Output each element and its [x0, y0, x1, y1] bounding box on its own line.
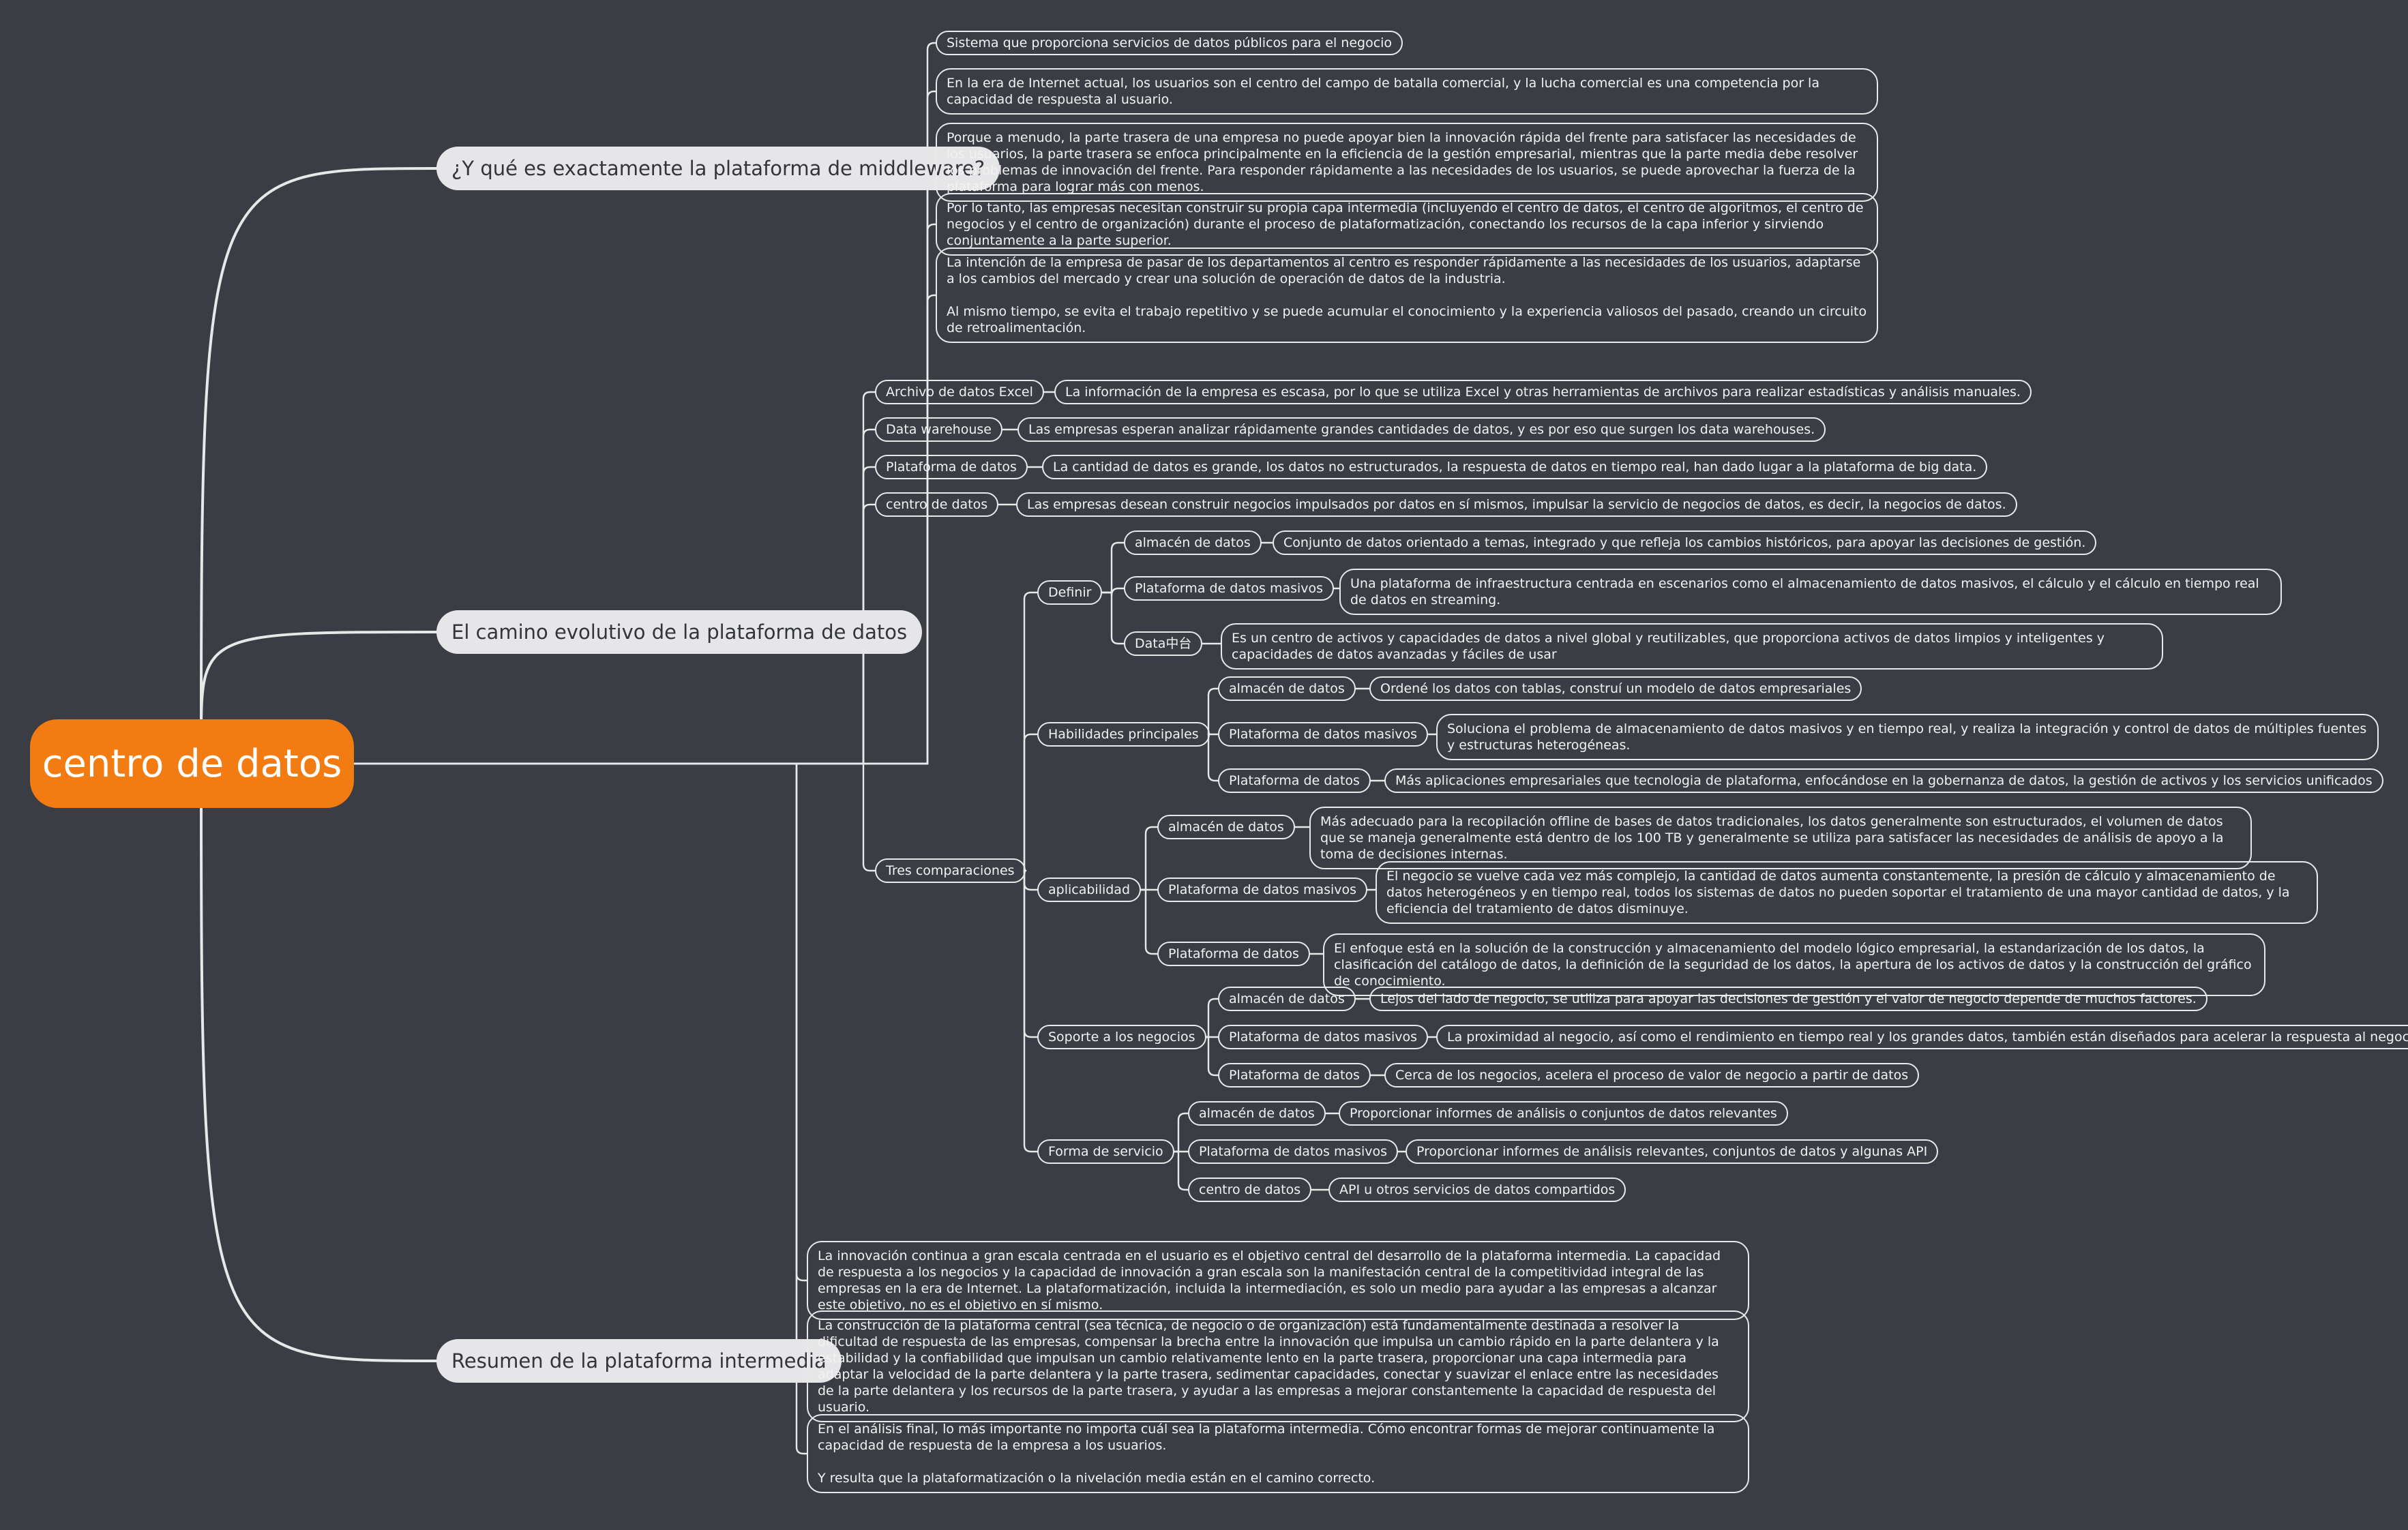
stage-label[interactable]: centro de datos — [875, 492, 999, 517]
compare-label[interactable]: Data中台 — [1124, 631, 1203, 656]
tres-comparaciones[interactable]: Tres comparaciones — [875, 858, 1026, 883]
middleware-item[interactable]: Por lo tanto, las empresas necesitan con… — [936, 193, 1878, 256]
fan-connector — [353, 762, 808, 1282]
compare-label[interactable]: almacén de datos — [1157, 815, 1295, 839]
stage-label[interactable]: Data warehouse — [875, 417, 1002, 442]
stage-desc[interactable]: Las empresas esperan analizar rápidament… — [1017, 417, 1826, 442]
root-topic[interactable]: centro de datos — [30, 719, 354, 808]
summary-item[interactable]: La innovación continua a gran escala cen… — [807, 1241, 1749, 1320]
fan-connector — [1023, 869, 1039, 1153]
compare-label[interactable]: Plataforma de datos — [1218, 768, 1371, 793]
fan-connector — [353, 762, 876, 872]
compare-desc[interactable]: El enfoque está en la solución de la con… — [1323, 933, 2265, 996]
fan-connector — [353, 223, 937, 765]
fan-connector — [1140, 826, 1159, 891]
fan-connector — [1023, 733, 1039, 872]
fan-connector — [1101, 591, 1125, 645]
compare-desc[interactable]: El negocio se vuelve cada vez más comple… — [1376, 861, 2318, 924]
fan-connector — [1023, 591, 1039, 872]
compare-label[interactable]: almacén de datos — [1218, 987, 1356, 1011]
compare-desc[interactable]: Lejos del lado de negocio, se utiliza pa… — [1369, 987, 2208, 1011]
compare-label[interactable]: Plataforma de datos — [1218, 1063, 1371, 1088]
summary-item[interactable]: En el análisis final, lo más importante … — [807, 1414, 1749, 1493]
middleware-item[interactable]: Sistema que proporciona servicios de dat… — [936, 31, 1403, 55]
fan-connector — [353, 90, 937, 765]
compare-desc[interactable]: Proporcionar informes de análisis releva… — [1406, 1139, 1939, 1164]
compare-label[interactable]: Plataforma de datos masivos — [1157, 877, 1368, 902]
compare-label[interactable]: Plataforma de datos masivos — [1188, 1139, 1399, 1164]
branch-summary[interactable]: Resumen de la plataforma intermedia — [436, 1339, 842, 1383]
compare-label[interactable]: almacén de datos — [1188, 1101, 1326, 1126]
group-soporte[interactable]: Soporte a los negocios — [1037, 1025, 1206, 1049]
stage-desc[interactable]: Las empresas desean construir negocios i… — [1016, 492, 2017, 517]
compare-desc[interactable]: Cerca de los negocios, acelera el proces… — [1384, 1063, 1920, 1088]
fan-connector — [353, 42, 937, 765]
compare-label[interactable]: almacén de datos — [1218, 676, 1356, 701]
middleware-item-text: La intención de la empresa de pasar de l… — [947, 255, 1861, 286]
branch-connector — [200, 167, 438, 734]
branch-connector — [200, 631, 438, 734]
compare-desc[interactable]: API u otros servicios de datos compartid… — [1328, 1178, 1626, 1202]
fan-connector — [353, 762, 808, 1455]
stage-desc[interactable]: La cantidad de datos es grande, los dato… — [1042, 455, 1988, 479]
compare-label[interactable]: Plataforma de datos masivos — [1218, 1025, 1429, 1049]
compare-desc[interactable]: Es un centro de activos y capacidades de… — [1221, 623, 2163, 670]
compare-label[interactable]: Plataforma de datos — [1157, 942, 1310, 966]
middleware-item[interactable]: La intención de la empresa de pasar de l… — [936, 247, 1878, 343]
fan-connector — [1207, 733, 1219, 782]
compare-label[interactable]: Plataforma de datos masivos — [1218, 722, 1429, 747]
stage-label[interactable]: Archivo de datos Excel — [875, 380, 1044, 404]
compare-desc[interactable]: Más aplicaciones empresariales que tecno… — [1384, 768, 2383, 793]
fan-connector — [1140, 888, 1159, 955]
fan-connector — [353, 503, 876, 765]
compare-desc[interactable]: Soluciona el problema de almacenamiento … — [1436, 714, 2379, 760]
group-definir[interactable]: Definir — [1037, 580, 1103, 605]
fan-connector — [353, 428, 876, 765]
stage-label[interactable]: Plataforma de datos — [875, 455, 1028, 479]
branch-evolution[interactable]: El camino evolutivo de la plataforma de … — [436, 610, 923, 654]
fan-connector — [1101, 541, 1125, 594]
fan-connector — [353, 161, 937, 765]
fan-connector — [1023, 869, 1039, 891]
compare-desc[interactable]: Conjunto de datos orientado a temas, int… — [1273, 530, 2097, 555]
fan-connector — [353, 466, 876, 765]
group-aplicabilidad[interactable]: aplicabilidad — [1037, 877, 1142, 902]
compare-desc[interactable]: Una plataforma de infraestructura centra… — [1339, 569, 2282, 615]
branch-connector — [200, 793, 438, 1362]
compare-desc[interactable]: La proximidad al negocio, así como el re… — [1436, 1025, 2408, 1049]
fan-connector — [353, 294, 937, 765]
middleware-item-text: Al mismo tiempo, se evita el trabajo rep… — [947, 304, 1867, 335]
fan-connector — [1173, 1112, 1189, 1153]
compare-label[interactable]: centro de datos — [1188, 1178, 1312, 1202]
fan-connector — [1207, 687, 1219, 736]
fan-connector — [353, 762, 808, 1368]
fan-connector — [353, 391, 876, 765]
group-habilidades[interactable]: Habilidades principales — [1037, 722, 1210, 747]
compare-desc[interactable]: Proporcionar informes de análisis o conj… — [1339, 1101, 1788, 1126]
fan-connector — [1173, 1150, 1189, 1191]
middleware-item[interactable]: Porque a menudo, la parte trasera de una… — [936, 123, 1878, 202]
compare-label[interactable]: Plataforma de datos masivos — [1124, 576, 1335, 601]
summary-item-text: Y resulta que la plataformatización o la… — [818, 1471, 1376, 1486]
group-forma-servicio[interactable]: Forma de servicio — [1037, 1139, 1174, 1164]
stage-desc[interactable]: La información de la empresa es escasa, … — [1054, 380, 2032, 404]
middleware-item[interactable]: En la era de Internet actual, los usuari… — [936, 68, 1878, 115]
fan-connector — [1205, 1036, 1219, 1077]
compare-desc[interactable]: Ordené los datos con tablas, construí un… — [1369, 676, 1862, 701]
fan-connector — [1205, 997, 1219, 1038]
summary-item-text: En el análisis final, lo más importante … — [818, 1422, 1715, 1453]
compare-desc[interactable]: Más adecuado para la recopilación offlin… — [1309, 807, 2252, 869]
summary-item[interactable]: La construcción de la plataforma central… — [807, 1310, 1749, 1422]
branch-middleware[interactable]: ¿Y qué es exactamente la plataforma de m… — [436, 147, 1000, 190]
compare-label[interactable]: almacén de datos — [1124, 530, 1262, 555]
fan-connector — [1023, 869, 1039, 1038]
